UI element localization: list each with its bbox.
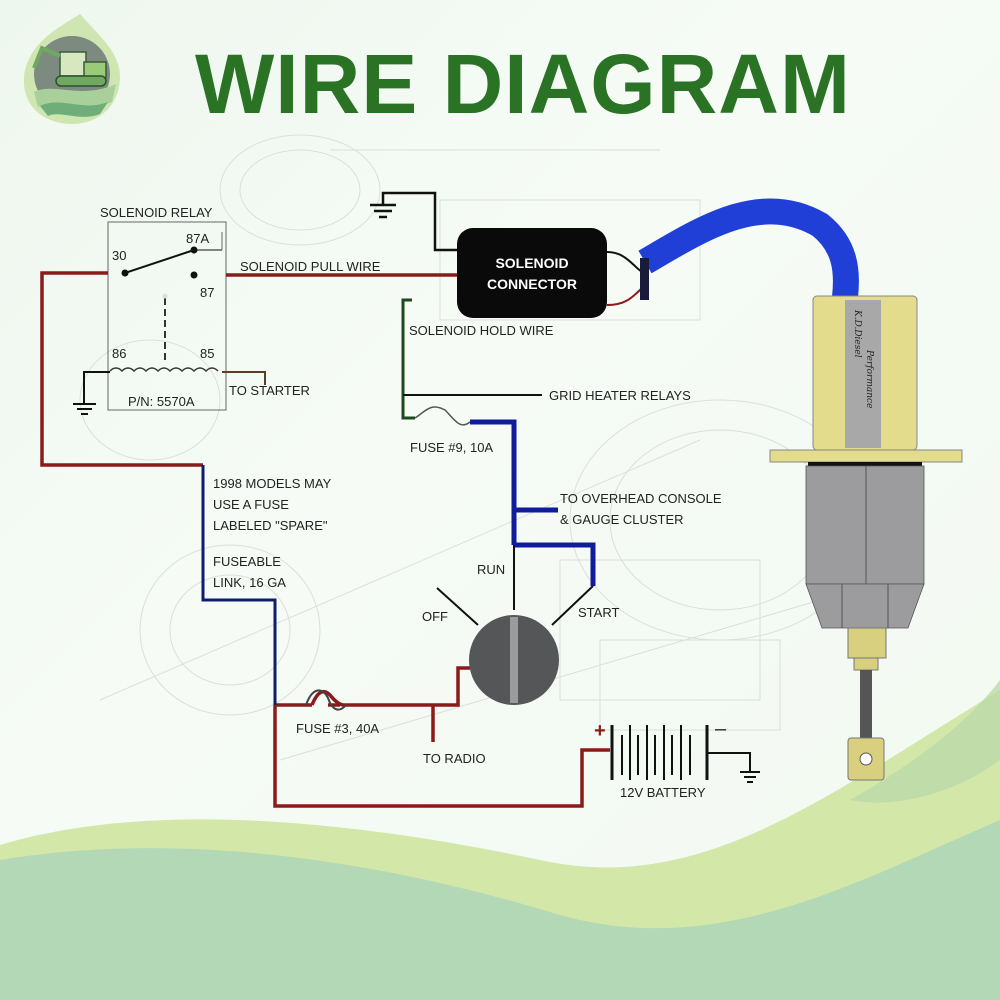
battery-label: 12V BATTERY <box>620 785 706 800</box>
solenoid-brand-2: Performance <box>864 349 874 408</box>
relay-pin-87a: 87A <box>186 231 209 246</box>
start-label: START <box>578 605 619 620</box>
fuse-9-symbol <box>414 406 471 426</box>
fusible-link-line-2: LINK, 16 GA <box>213 575 286 590</box>
note-line-1: 1998 MODELS MAY <box>213 476 332 491</box>
start-pointer <box>551 585 594 626</box>
fuse-9-label: FUSE #9, 10A <box>410 440 493 455</box>
relay-pin-86: 86 <box>112 346 126 361</box>
to-starter-label: TO STARTER <box>229 383 310 398</box>
relay-pin-30: 30 <box>112 248 126 263</box>
relay-pin-85: 85 <box>200 346 214 361</box>
relay-pin-87: 87 <box>200 285 214 300</box>
ignition-wires <box>470 419 596 586</box>
connector-ground <box>370 191 460 252</box>
hold-wire <box>401 298 415 420</box>
hold-wire-label: SOLENOID HOLD WIRE <box>409 323 554 338</box>
solenoid-cable <box>638 198 859 299</box>
note-line-2: USE A FUSE <box>213 497 289 512</box>
overhead-label-1: TO OVERHEAD CONSOLE <box>560 491 722 506</box>
relay-part-number: P/N: 5570A <box>128 394 195 409</box>
fusible-link-wire <box>201 465 277 705</box>
page-title: WIRE DIAGRAM <box>195 37 851 131</box>
fuse-3-symbol <box>305 689 347 711</box>
off-label: OFF <box>422 609 448 624</box>
fuse-3-label: FUSE #3, 40A <box>296 721 379 736</box>
battery-minus: – <box>715 718 727 740</box>
fuel-shutoff-solenoid: K.D.Diesel Performance <box>769 295 963 781</box>
battery-plus: + <box>594 720 606 742</box>
solenoid-brand-1: K.D.Diesel <box>852 309 862 358</box>
background-wave-green <box>0 820 1000 1000</box>
overhead-label-2: & GAUGE CLUSTER <box>560 512 684 527</box>
ignition-switch <box>469 615 559 705</box>
fusible-link-line-1: FUSEABLE <box>213 554 281 569</box>
connector-label-1: SOLENOID <box>495 255 568 271</box>
excavator-tractor-logo-icon <box>23 14 121 124</box>
run-label: RUN <box>477 562 505 577</box>
solenoid-relay: SOLENOID RELAY 30 87A 87 86 85 P/N: 5570… <box>73 205 310 415</box>
pull-wire-label: SOLENOID PULL WIRE <box>240 259 381 274</box>
red-wires <box>40 271 610 808</box>
solenoid-connector: SOLENOID CONNECTOR <box>457 228 643 318</box>
connector-label-2: CONNECTOR <box>487 276 577 292</box>
background-wave-right <box>850 680 1000 803</box>
cable-end-cap <box>640 258 649 300</box>
battery <box>610 725 760 783</box>
off-pointer <box>436 587 479 626</box>
grid-heater-label: GRID HEATER RELAYS <box>549 388 691 403</box>
relay-title: SOLENOID RELAY <box>100 205 213 220</box>
note-line-3: LABELED "SPARE" <box>213 518 328 533</box>
to-radio-label: TO RADIO <box>423 751 486 766</box>
